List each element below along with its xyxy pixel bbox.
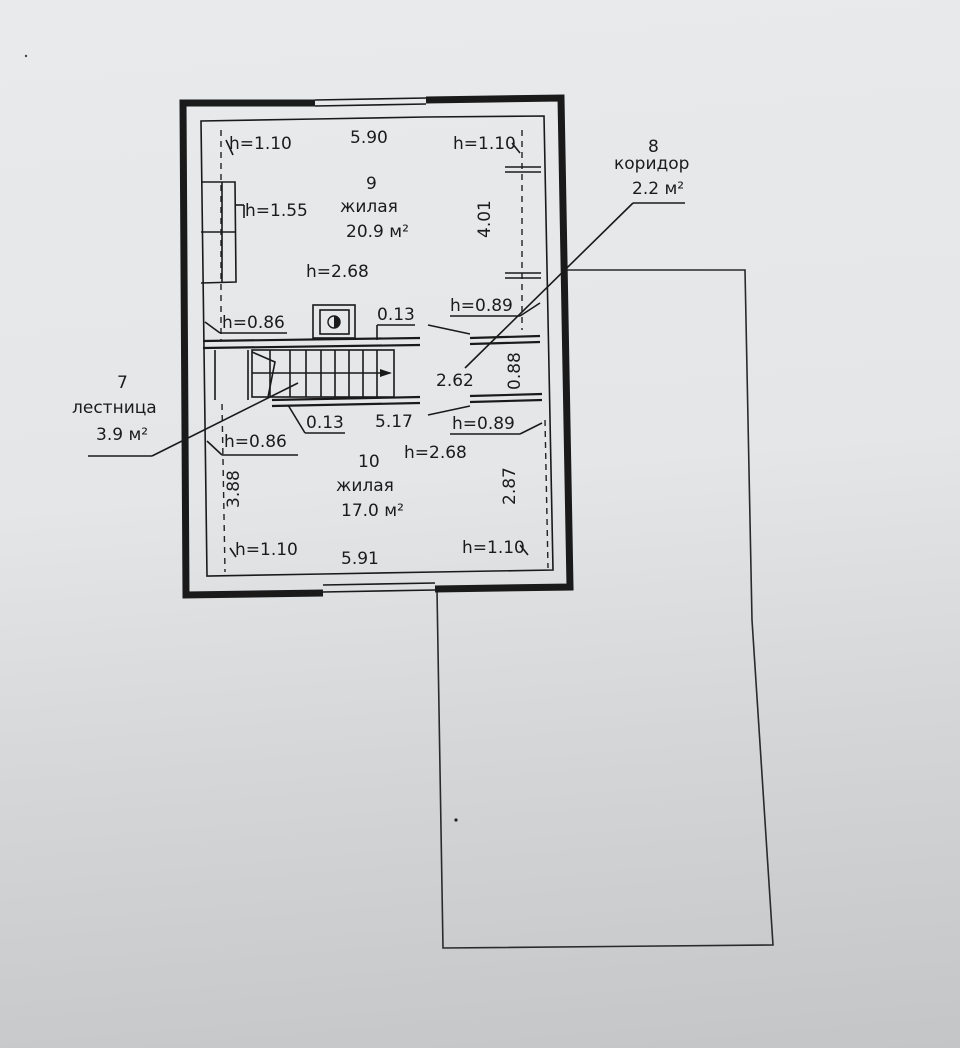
wall-ticks: [505, 166, 541, 279]
room-10-type: жилая: [336, 476, 394, 496]
height-bottom-right: h=1.10: [462, 538, 525, 558]
height-top-right: h=1.10: [453, 134, 516, 154]
dim-stair-length: 5.17: [375, 412, 413, 432]
dim-corridor-length: 2.62: [436, 371, 474, 391]
room-10-number: 10: [358, 452, 380, 472]
room-8-number: 8: [648, 137, 659, 157]
dim-partition-top: 0.13: [377, 305, 415, 325]
room-7-number: 7: [117, 373, 128, 393]
height-bottom-left: h=1.10: [235, 540, 298, 560]
height-boundaries: [220, 130, 549, 573]
window-top: [314, 97, 427, 120]
dim-corridor-width: 0.88: [505, 352, 525, 390]
wall-niche: [200, 181, 245, 284]
height-window-niche: h=1.55: [245, 201, 308, 221]
room-8-area: 2.2 м²: [632, 179, 684, 199]
dim-bottom-width: 5.91: [341, 549, 379, 569]
height-right-upper: h=0.89: [450, 296, 513, 316]
flue-symbol: [312, 304, 356, 339]
room-9-area: 20.9 м²: [346, 222, 409, 242]
height-left-lower: h=0.86: [224, 432, 287, 452]
paper-speck: [24, 54, 28, 58]
height-top-left: h=1.10: [229, 134, 292, 154]
partitions: [202, 334, 543, 408]
height-left-upper: h=0.86: [222, 313, 285, 333]
room-10-area: 17.0 м²: [341, 501, 404, 521]
room-7-area: 3.9 м²: [96, 425, 148, 445]
paper-speck: [454, 818, 458, 822]
dim-right-upper: 4.01: [475, 200, 495, 238]
height-room10-center: h=2.68: [404, 443, 467, 463]
room-7-type: лестница: [72, 398, 157, 418]
paper-sheet-edge: [436, 269, 774, 949]
leader-lines: [88, 139, 685, 558]
height-room9-center: h=2.68: [306, 262, 369, 282]
dim-left-lower: 3.88: [224, 470, 244, 508]
dim-top-width: 5.90: [350, 128, 388, 148]
height-right-lower: h=0.89: [452, 414, 515, 434]
room-9-type: жилая: [340, 197, 398, 217]
staircase: [251, 349, 395, 398]
dim-right-lower: 2.87: [500, 467, 520, 505]
dim-partition-bottom: 0.13: [306, 413, 344, 433]
room-8-type: коридор: [614, 154, 689, 174]
room-9-number: 9: [366, 174, 377, 194]
window-bottom: [322, 571, 436, 593]
